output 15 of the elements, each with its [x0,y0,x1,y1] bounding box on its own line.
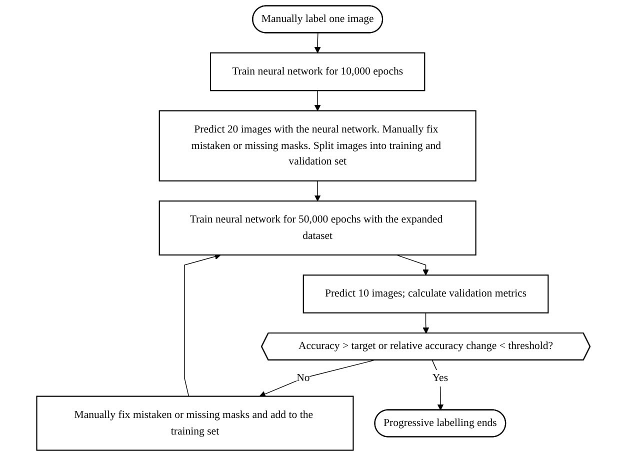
node-box: Predict 20 images with the neural network. Manually fix mistaken or missing masks. Split images into training and validation set [158,110,476,182]
node-box: Predict 10 images; calculate validation metrics [302,274,548,314]
arrow [314,32,320,54]
node-box: Manually fix mistaken or missing masks and add to the training set [36,396,354,451]
arrow [258,360,374,398]
arrow [432,360,444,410]
edge-label: Yes [432,372,448,384]
arrow [396,254,429,276]
arrow [314,180,320,202]
arrow [422,312,429,334]
node-box: Train neural network for 10,000 epochs [210,52,425,92]
arrow [184,253,221,397]
edge-label: No [296,372,310,384]
arrow [314,90,320,112]
node-box: Train neural network for 50,000 epochs with the expanded dataset [158,200,476,256]
